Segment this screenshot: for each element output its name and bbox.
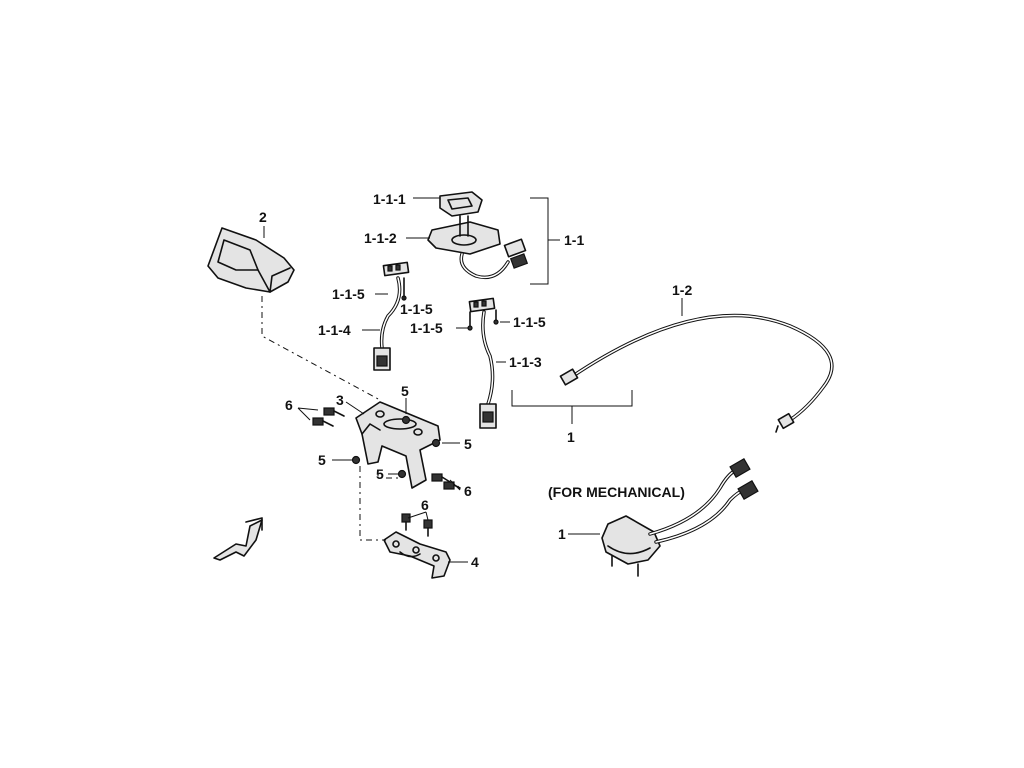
callout-4: 4 bbox=[471, 554, 479, 570]
speedometer-cable-part bbox=[559, 313, 834, 433]
leader-lines bbox=[263, 197, 683, 563]
callout-5: 5 bbox=[464, 436, 472, 452]
callout-5: 5 bbox=[318, 452, 326, 468]
callout-1-1: 1-1 bbox=[564, 232, 584, 248]
callout-1-1-5: 1-1-5 bbox=[332, 286, 365, 302]
callout-5: 5 bbox=[401, 383, 409, 399]
callout-6: 6 bbox=[285, 397, 293, 413]
callout-3: 3 bbox=[336, 392, 344, 408]
callout-1-1-1: 1-1-1 bbox=[373, 191, 406, 207]
bolt-part bbox=[312, 407, 461, 537]
for-mechanical-note: (FOR MECHANICAL) bbox=[548, 484, 685, 500]
lower-bracket-part bbox=[383, 531, 451, 579]
callout-1-1-5: 1-1-5 bbox=[410, 320, 443, 336]
callout-6: 6 bbox=[464, 483, 472, 499]
front-direction-arrow-icon bbox=[213, 517, 263, 561]
callout-1-1-5: 1-1-5 bbox=[513, 314, 546, 330]
meter-cap-part bbox=[439, 191, 483, 217]
callout-1-1-2: 1-1-2 bbox=[364, 230, 397, 246]
callout-1-2: 1-2 bbox=[672, 282, 692, 298]
mechanical-meter-part bbox=[601, 457, 759, 577]
meter-case-part bbox=[427, 215, 529, 280]
callout-6: 6 bbox=[421, 497, 429, 513]
wire-harness-1-1-3-part bbox=[467, 297, 499, 429]
alignment-lines bbox=[261, 296, 400, 541]
callout-5: 5 bbox=[376, 466, 384, 482]
callout-1: 1 bbox=[558, 526, 566, 542]
callout-1: 1 bbox=[567, 429, 575, 445]
callout-1-1-5: 1-1-5 bbox=[400, 301, 433, 317]
meter-cover-part bbox=[207, 227, 295, 293]
nut-part bbox=[351, 415, 441, 479]
meter-bracket-part bbox=[355, 401, 441, 489]
callout-1-1-4: 1-1-4 bbox=[318, 322, 351, 338]
callout-1-1-3: 1-1-3 bbox=[509, 354, 542, 370]
callout-2: 2 bbox=[259, 209, 267, 225]
